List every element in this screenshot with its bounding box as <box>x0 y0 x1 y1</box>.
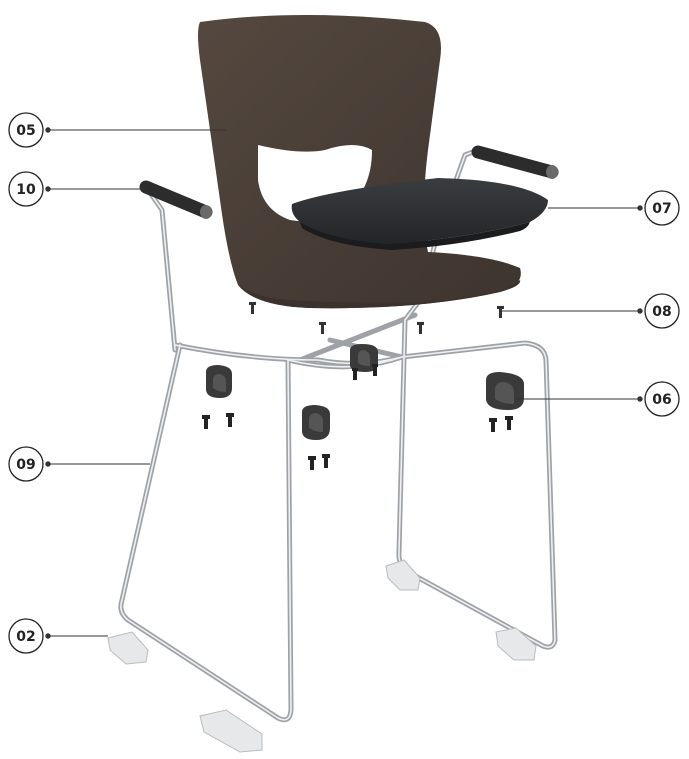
callout-07: 07 <box>645 191 679 225</box>
callout-05-label: 05 <box>16 123 35 139</box>
screw <box>319 322 326 334</box>
callout-09-label: 09 <box>16 457 35 473</box>
glide <box>496 628 536 660</box>
screw <box>249 302 256 314</box>
seat-shell <box>198 15 521 308</box>
clip-bracket <box>350 344 378 380</box>
callout-06: 06 <box>645 382 679 416</box>
clip-bracket <box>202 365 234 429</box>
callout-10-label: 10 <box>16 182 36 198</box>
callout-10: 10 <box>9 172 43 206</box>
clip-brackets <box>202 344 524 470</box>
armrest-pad-right <box>478 152 558 179</box>
frame-right-runner <box>399 320 555 647</box>
callout-02: 02 <box>9 619 43 653</box>
frame-front-left-leg <box>121 345 291 720</box>
callout-09: 09 <box>9 447 43 481</box>
callout-06-label: 06 <box>652 392 671 408</box>
glide <box>386 560 420 590</box>
callout-05: 05 <box>9 113 43 147</box>
glide <box>108 632 148 664</box>
runner-glides <box>108 560 536 752</box>
callout-08: 08 <box>645 294 679 328</box>
frame-left-arm-upright <box>148 190 175 350</box>
clip-bracket <box>302 405 330 470</box>
screw <box>417 322 424 334</box>
callout-07-label: 07 <box>652 201 671 217</box>
callout-08-label: 08 <box>652 304 671 320</box>
screw <box>497 306 504 318</box>
clip-bracket <box>486 372 524 432</box>
glide <box>200 710 262 752</box>
callout-02-label: 02 <box>16 629 35 645</box>
